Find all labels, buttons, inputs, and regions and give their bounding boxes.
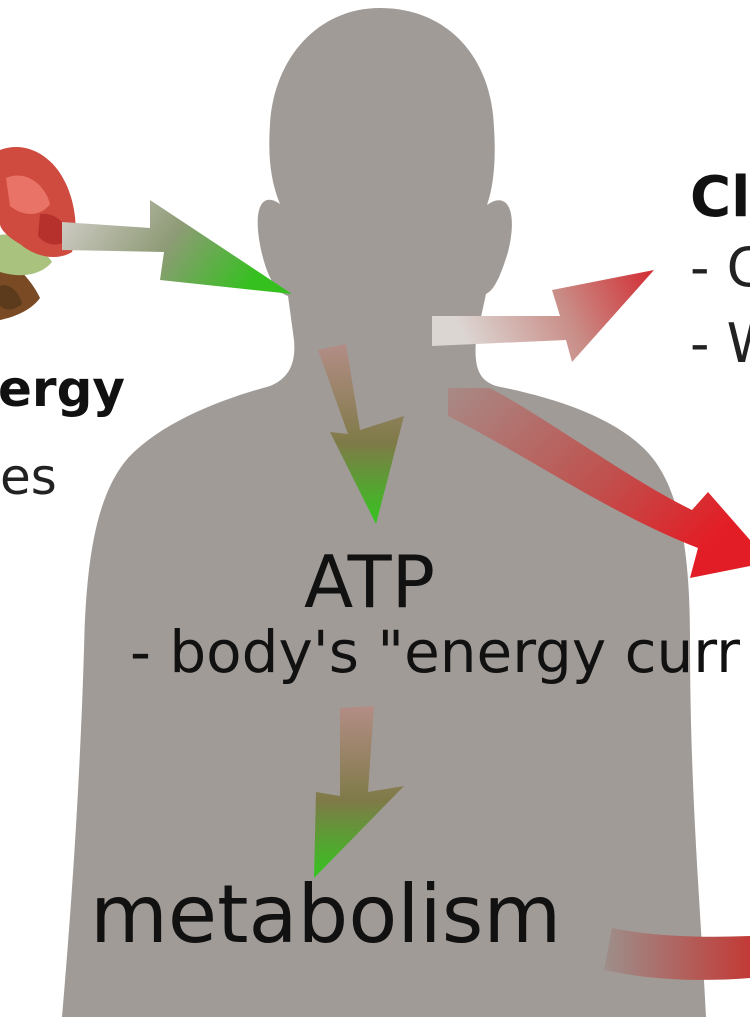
atp-label: ATP — [304, 540, 435, 624]
atp-description: - body's "energy curr — [130, 618, 740, 686]
energy-label: ergy — [0, 360, 125, 418]
right-section-title: Cl — [690, 165, 750, 230]
energy-sublabel: es — [0, 448, 57, 506]
food-to-body-arrow — [62, 200, 292, 294]
metabolism-label: metabolism — [90, 868, 561, 961]
human-silhouette — [62, 8, 706, 1017]
metabolism-to-right-arrow — [604, 928, 750, 980]
right-section-item-1: - C — [690, 236, 750, 299]
right-section-item-2: - W — [690, 312, 750, 375]
